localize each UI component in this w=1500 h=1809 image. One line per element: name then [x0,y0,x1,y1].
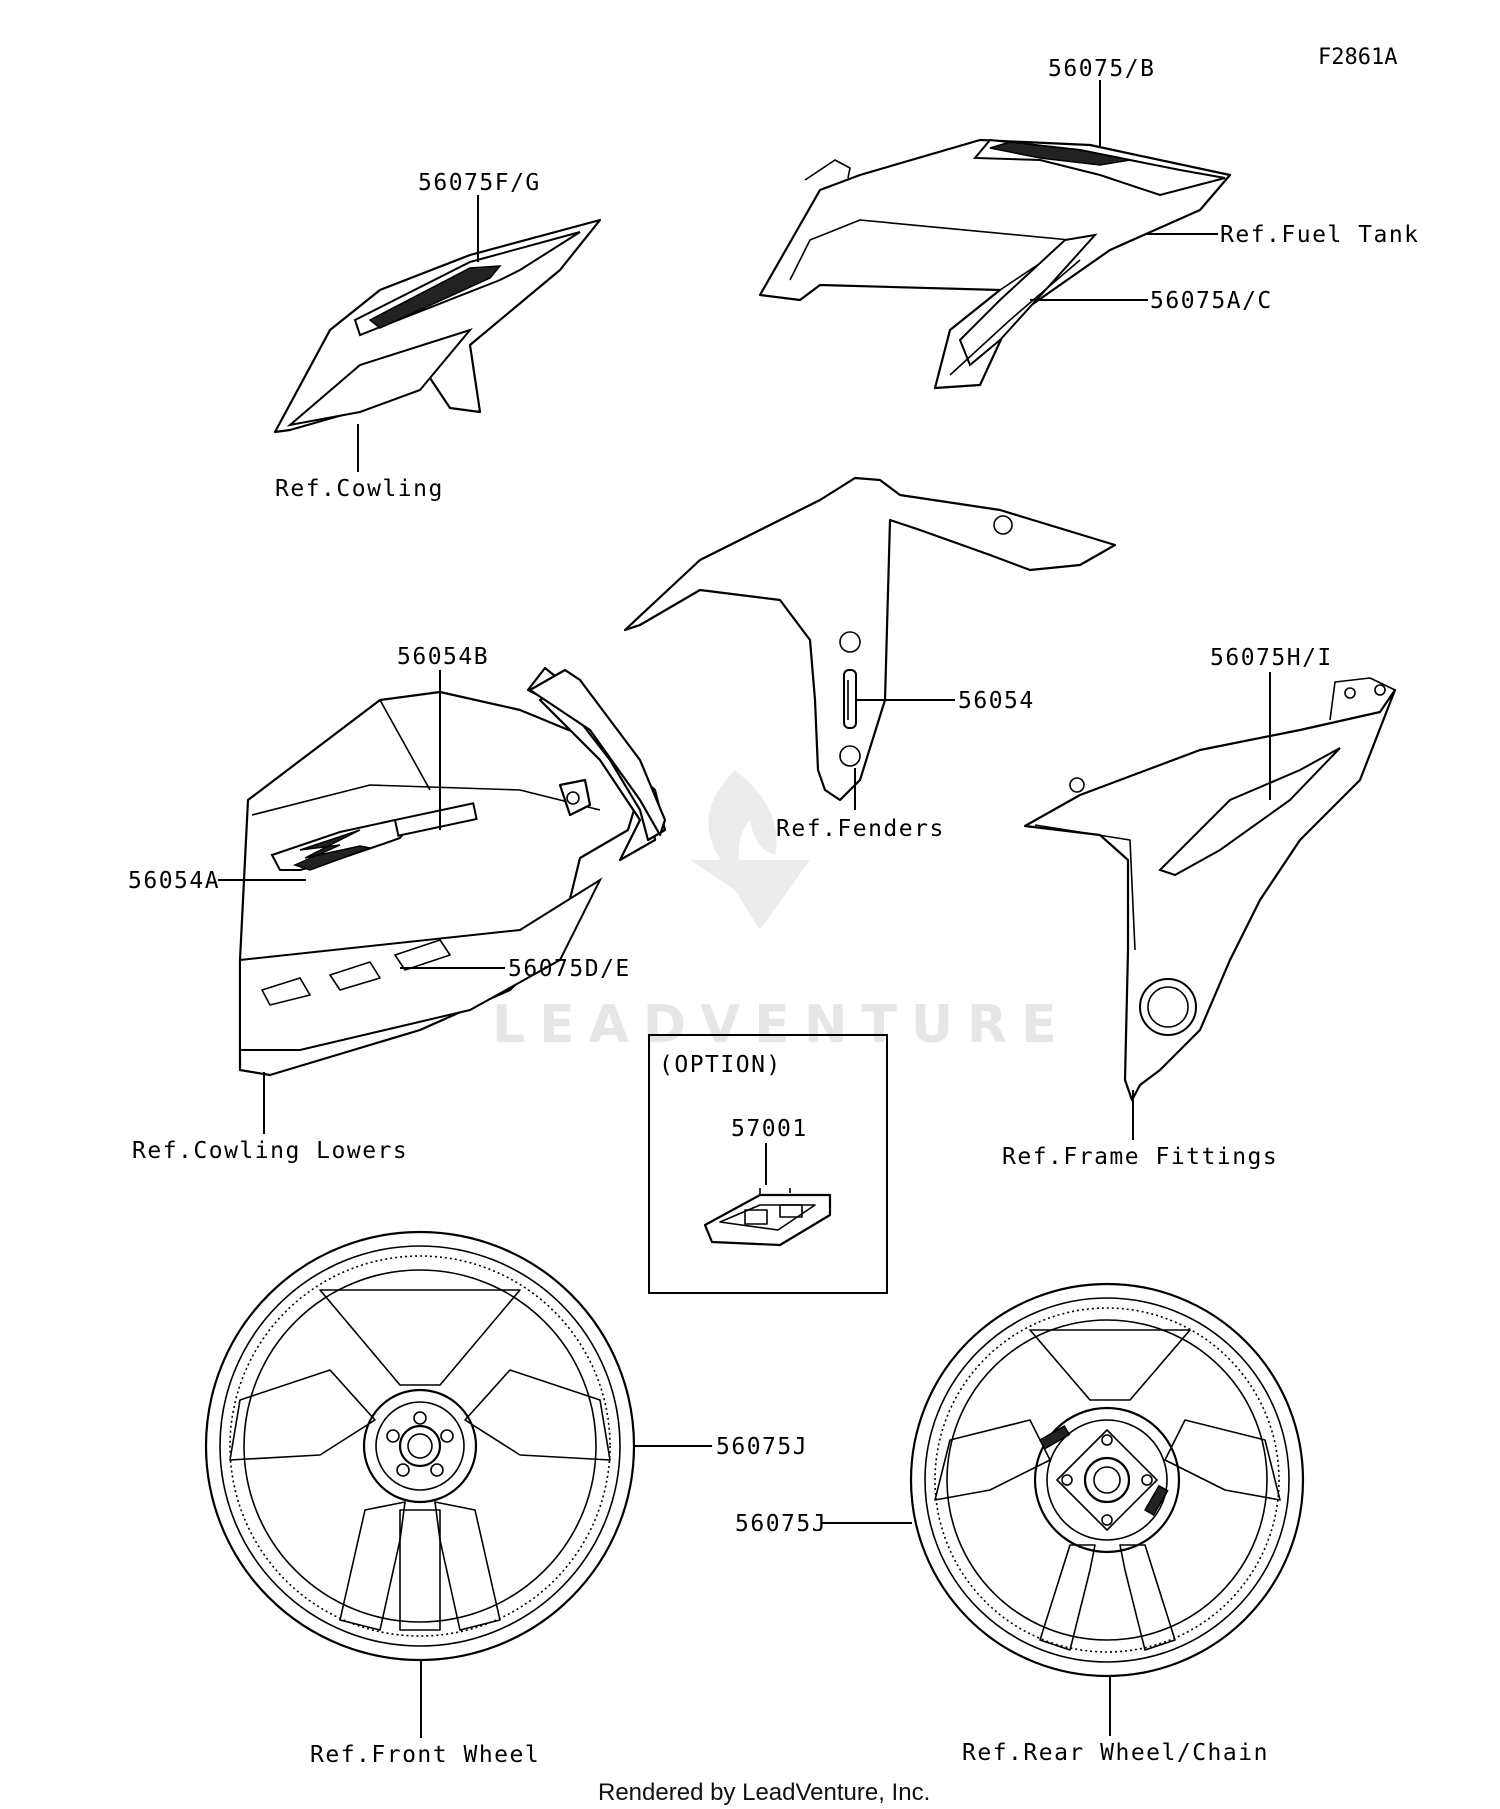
label-ref-fuel-tank: Ref.Fuel Tank [1220,222,1420,248]
cowling-panel [273,218,602,434]
label-ref-rear-wheel: Ref.Rear Wheel/Chain [962,1740,1269,1766]
label-ref-front-wheel: Ref.Front Wheel [310,1742,540,1768]
label-56075j-front: 56075J [716,1434,808,1460]
front-fender [623,476,1117,802]
label-57001: 57001 [731,1116,808,1142]
label-56054: 56054 [958,688,1035,714]
label-56075-b: 56075/B [1048,56,1155,82]
watermark: LEADVENTURE [492,770,1071,1055]
label-ref-fenders: Ref.Fenders [776,816,945,842]
label-56075-d-e: 56075D/E [508,956,631,982]
frame-cover [1023,677,1397,1102]
option-box: (OPTION) 57001 [648,1034,888,1294]
option-box-title: (OPTION) [659,1052,782,1078]
label-56075j-rear: 56075J [735,1511,827,1537]
footer-credit: Rendered by LeadVenture, Inc. [598,1779,930,1806]
watermark-text: LEADVENTURE [492,995,1071,1055]
fuel-tank-shroud [758,138,1232,390]
figure-code: F2861A [1318,45,1397,70]
cowling-lower [238,666,667,1077]
label-56075-a-c: 56075A/C [1150,288,1273,314]
stand-clip-icon [703,1188,832,1247]
label-ref-cowling-lowers: Ref.Cowling Lowers [132,1138,408,1164]
label-56054a: 56054A [128,868,220,894]
option-box-frame [648,1034,888,1294]
label-56075-h-i: 56075H/I [1210,645,1333,671]
label-56054b: 56054B [397,644,489,670]
label-56075-f-g: 56075F/G [418,170,541,196]
rear-wheel [909,1282,1305,1678]
label-ref-cowling: Ref.Cowling [275,476,444,502]
label-ref-frame-fittings: Ref.Frame Fittings [1002,1144,1278,1170]
front-wheel [204,1230,636,1662]
